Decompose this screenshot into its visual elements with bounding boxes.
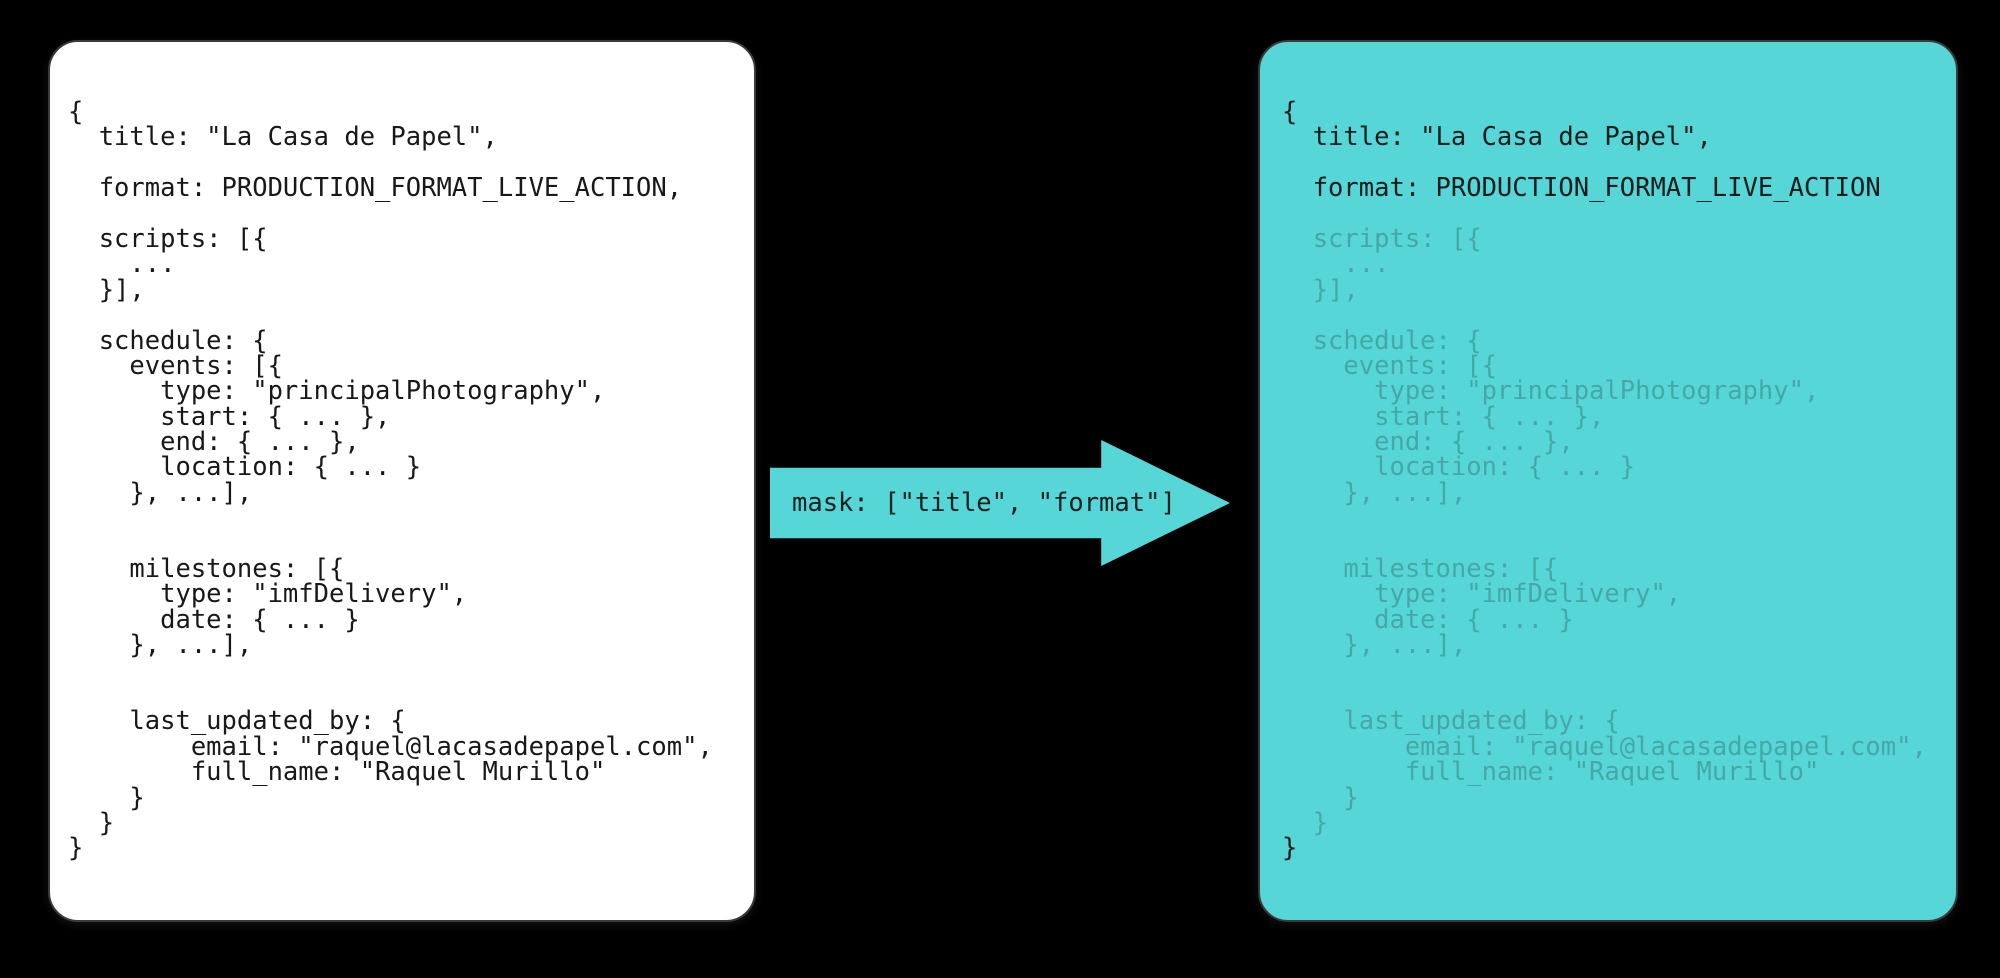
source-record-code: { title: "La Casa de Papel", format: PRO… — [50, 42, 754, 862]
arrow-body-cap — [770, 467, 794, 539]
source-line-11: type: "principalPhotography", — [68, 376, 606, 407]
masked-line-1: title: "La Casa de Papel", — [1282, 122, 1712, 153]
masked-line-28: } — [1282, 807, 1329, 838]
masked-blank-line — [1282, 506, 1956, 531]
masked-line-13: end: { ... }, — [1282, 427, 1574, 458]
masked-line-24: last_updated_by: { — [1282, 706, 1620, 737]
source-line-21: }, ...], — [68, 630, 253, 661]
source-line-14: location: { ... } — [68, 452, 422, 483]
source-line-1: title: "La Casa de Papel", — [68, 122, 498, 153]
source-line-27: } — [68, 782, 145, 813]
source-line-12: start: { ... }, — [68, 401, 391, 432]
masked-blank-line — [1282, 659, 1956, 684]
source-line-15: }, ...], — [68, 477, 253, 508]
masked-line-21: }, ...], — [1282, 630, 1467, 661]
source-line-3: format: PRODUCTION_FORMAT_LIVE_ACTION, — [68, 173, 683, 204]
source-line-0: { — [68, 97, 84, 127]
source-line-25: email: "raquel@lacasadepapel.com", — [68, 731, 713, 762]
masked-record-code: { title: "La Casa de Papel", format: PRO… — [1260, 42, 1956, 862]
source-line-6: ... — [68, 249, 176, 280]
masked-line-20: date: { ... } — [1282, 604, 1574, 635]
masked-line-3: format: PRODUCTION_FORMAT_LIVE_ACTION — [1282, 173, 1881, 204]
source-blank-line — [68, 659, 754, 684]
masked-line-19: type: "imfDelivery", — [1282, 579, 1682, 610]
source-blank-line — [68, 506, 754, 531]
masked-line-25: email: "raquel@lacasadepapel.com", — [1282, 731, 1927, 762]
source-line-18: milestones: [{ — [68, 554, 345, 585]
source-line-19: type: "imfDelivery", — [68, 579, 468, 610]
masked-line-5: scripts: [{ — [1282, 223, 1482, 254]
source-line-20: date: { ... } — [68, 604, 360, 635]
masked-line-6: ... — [1282, 249, 1390, 280]
masked-line-7: }], — [1282, 274, 1359, 305]
source-line-13: end: { ... }, — [68, 427, 360, 458]
masked-line-11: type: "principalPhotography", — [1282, 376, 1820, 407]
source-line-10: events: [{ — [68, 350, 283, 381]
masked-record-card: { title: "La Casa de Papel", format: PRO… — [1258, 40, 1958, 922]
masked-line-0: { — [1282, 97, 1298, 127]
masked-line-10: events: [{ — [1282, 350, 1497, 381]
masked-line-12: start: { ... }, — [1282, 401, 1605, 432]
source-line-7: }], — [68, 274, 145, 305]
masked-line-29: } — [1282, 833, 1298, 864]
source-line-9: schedule: { — [68, 325, 268, 356]
mask-arrow: mask: ["title", "format"] — [770, 440, 1230, 566]
source-record-card: { title: "La Casa de Papel", format: PRO… — [48, 40, 756, 922]
source-line-24: last_updated_by: { — [68, 706, 406, 737]
masked-line-14: location: { ... } — [1282, 452, 1636, 483]
mask-arrow-label: mask: ["title", "format"] — [792, 488, 1176, 518]
masked-line-15: }, ...], — [1282, 477, 1467, 508]
source-line-26: full_name: "Raquel Murillo" — [68, 757, 606, 788]
source-line-28: } — [68, 807, 115, 838]
masked-line-27: } — [1282, 782, 1359, 813]
source-line-29: } — [68, 833, 84, 864]
masked-line-26: full_name: "Raquel Murillo" — [1282, 757, 1820, 788]
masked-line-18: milestones: [{ — [1282, 554, 1559, 585]
source-line-5: scripts: [{ — [68, 223, 268, 254]
masked-blank-line — [1282, 303, 1956, 328]
masked-line-9: schedule: { — [1282, 325, 1482, 356]
source-blank-line — [68, 303, 754, 328]
